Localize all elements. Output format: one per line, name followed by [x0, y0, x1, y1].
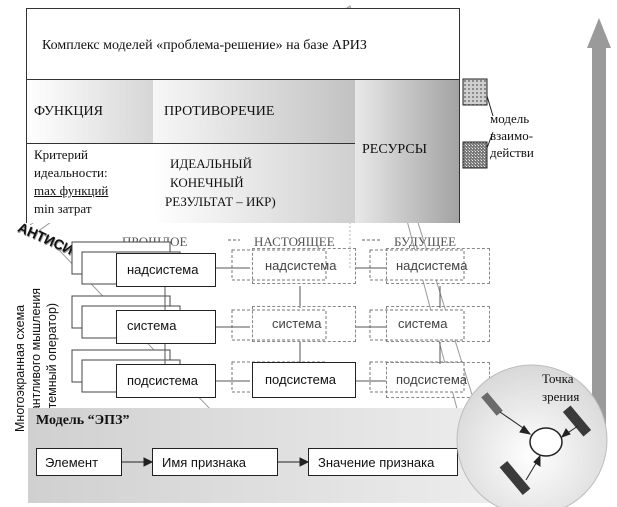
future-supersystem [386, 248, 490, 284]
observer-bar-right [562, 405, 592, 437]
epz-attribute-value-label: Значение признака [318, 455, 435, 470]
past-supersystem-label: надсистема [127, 262, 199, 277]
function-cell [27, 79, 154, 144]
interaction-model-swatches [462, 78, 494, 169]
contradiction-title: ПРОТИВОРЕЧИЕ [164, 104, 275, 119]
ideal-result-cell [153, 143, 356, 223]
epz-title: Модель “ЭПЗ” [36, 413, 130, 428]
epz-attribute-value-box [308, 448, 458, 476]
epz-attribute-name-box [152, 448, 278, 476]
viewpoint-line-1: Точка [542, 371, 574, 386]
present-system-label: система [272, 316, 322, 331]
past-system-label: система [127, 318, 177, 333]
interaction-line-3: действи [490, 145, 534, 160]
criterion-line-4: min затрат [34, 201, 92, 216]
present-subsystem [252, 362, 356, 398]
present-system [252, 306, 356, 342]
vertical-axis-arrow [587, 18, 611, 445]
past-supersystem [116, 253, 216, 287]
future-system [386, 306, 490, 342]
resources-title: РЕСУРСЫ [362, 142, 427, 157]
future-system-label: система [398, 316, 448, 331]
past-subsystem-label: подсистема [127, 373, 199, 388]
past-system [116, 310, 216, 344]
viewpoint-line-2: зрения [542, 389, 580, 404]
future-supersystem-label: надсистема [396, 258, 468, 273]
complex-header [27, 9, 459, 79]
present-supersystem-label: надсистема [265, 258, 337, 273]
header-future: БУДУЩЕЕ [394, 234, 457, 249]
header-present: НАСТОЯЩЕЕ [254, 234, 335, 249]
interaction-line-2: взаимо- [490, 128, 534, 143]
epz-element-box [36, 448, 122, 476]
past-subsystem [116, 364, 216, 398]
criterion-line-1: Критерий [34, 147, 88, 162]
header-dashes [228, 239, 380, 241]
present-supersystem [252, 248, 356, 284]
ideal-line-2: КОНЕЧНЫЙ [170, 175, 244, 190]
contradiction-cell [153, 79, 356, 144]
swatch-lower [462, 141, 488, 169]
resources-cell [355, 79, 459, 223]
epz-element-label: Элемент [45, 455, 99, 470]
interaction-line-1: модель [490, 111, 530, 126]
criterion-line-3: max функций [34, 183, 109, 198]
ideal-line-3: РЕЗУЛЬТАТ – ИКР) [165, 194, 276, 209]
present-subsystem-label: подсистема [265, 372, 337, 387]
swatch-upper [462, 78, 488, 106]
observer-bar-bottom [499, 460, 531, 496]
criterion-line-2: идеальности: [34, 165, 108, 180]
epz-attribute-name-label: Имя признака [162, 455, 247, 470]
observer-bar-left [481, 392, 503, 416]
eye-icon [529, 427, 563, 457]
function-title: ФУНКЦИЯ [34, 104, 103, 119]
complex-title: Комплекс моделей «проблема-решение» на б… [42, 38, 367, 53]
future-subsystem-label: подсистема [396, 372, 468, 387]
ideal-line-1: ИДЕАЛЬНЫЙ [170, 156, 252, 171]
